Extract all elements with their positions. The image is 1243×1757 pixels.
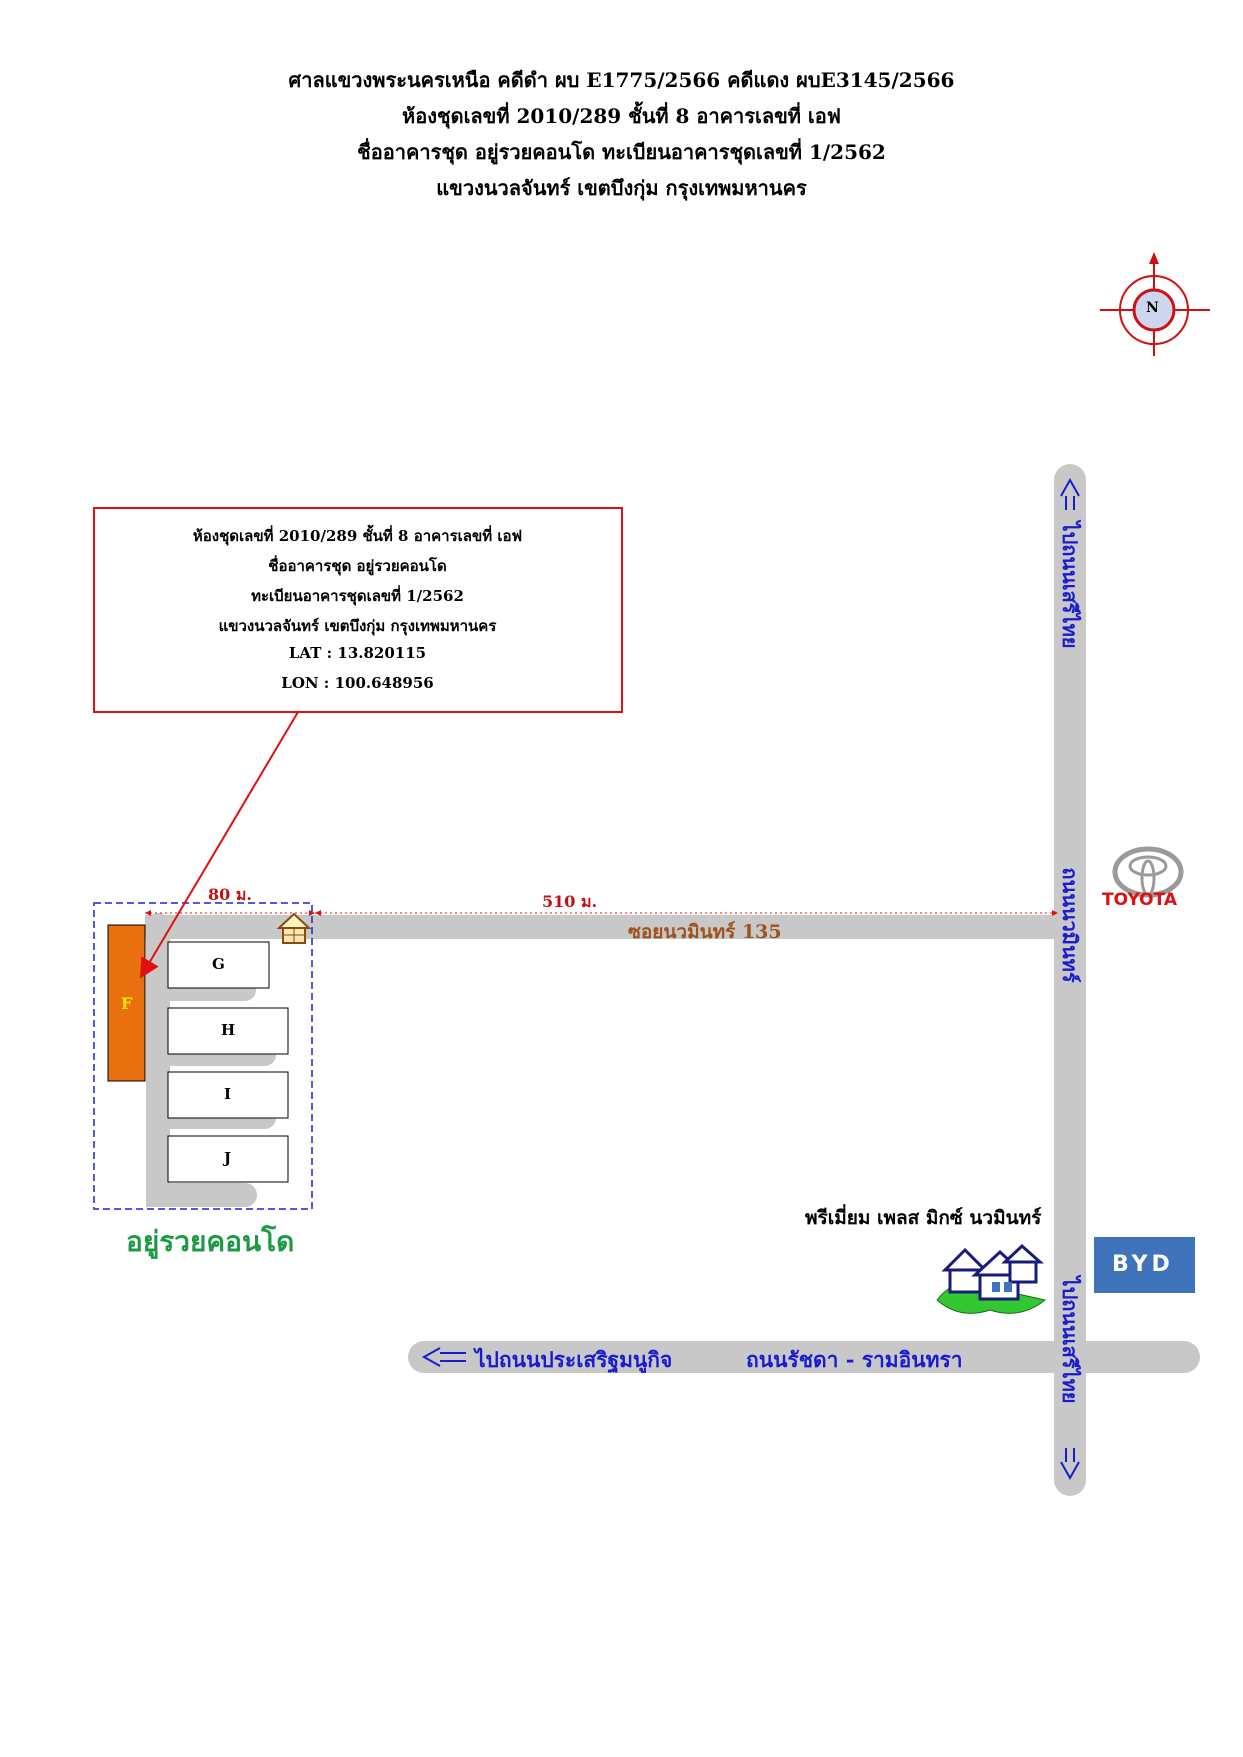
condo-name: อยู่รวยคอนโด <box>126 1225 295 1258</box>
pointer-arrow <box>139 711 299 979</box>
info-line-3: ทะเบียนอาคารชุดเลขที่ 1/2562 <box>251 587 464 605</box>
distance-80m: 80 ม. <box>208 885 252 904</box>
village-label: พรีเมี่ยม เพลส มิกซ์ นวมินทร์ <box>805 1207 1042 1229</box>
toyota-logo-icon <box>1112 846 1184 898</box>
building-j <box>167 1135 289 1183</box>
building-j-label: J <box>224 1149 232 1167</box>
building-i-label: I <box>224 1085 232 1103</box>
building-h-label: H <box>221 1021 236 1039</box>
building-i <box>167 1071 289 1119</box>
building-h <box>167 1007 289 1055</box>
road-label-nawamin: ถนนนวมินทร์ <box>1058 867 1082 983</box>
condo-boundary <box>93 902 313 1210</box>
header-line-3: ชื่ออาคารชุด อยู่รวยคอนโด ทะเบียนอาคารชุ… <box>357 140 886 164</box>
road-label-south: ไปถนนเสรีไทย <box>1058 1276 1082 1404</box>
road-label-north: ไปถนนเสรีไทย <box>1058 521 1082 649</box>
north-arrow-icon <box>1100 252 1210 356</box>
building-f-label: F <box>121 994 133 1013</box>
arrow-south-icon <box>1060 1448 1080 1481</box>
building-g <box>167 941 270 989</box>
soi-label: ซอยนวมินทร์ 135 <box>628 921 782 943</box>
info-line-2: ชื่ออาคารชุด อยู่รวยคอนโด <box>268 557 447 575</box>
road-condo-internal <box>146 913 257 1207</box>
header-line-4: แขวงนวลจันทร์ เขตบึงกุ่ม กรุงเทพมหานคร <box>436 176 807 200</box>
header-line-2: ห้องชุดเลขที่ 2010/289 ชั้นที่ 8 อาคารเล… <box>402 104 841 128</box>
info-lat: LAT : 13.820115 <box>288 644 427 662</box>
toyota-label: TOYOTA <box>1102 890 1178 910</box>
header-line-1: ศาลแขวงพระนครเหนือ คดีดำ ผบ E1775/2566 ค… <box>288 68 955 92</box>
byd-label: BYD <box>1112 1252 1174 1277</box>
house-icon <box>276 912 312 944</box>
arrow-north-icon <box>1060 477 1080 510</box>
building-g-label: G <box>212 955 225 973</box>
info-lon: LON : 100.648956 <box>281 674 434 692</box>
village-icon <box>936 1243 1047 1314</box>
byd-logo-icon <box>1094 1237 1195 1293</box>
road-label-ratchada: ถนนรัชดา - รามอินทรา <box>746 1347 963 1372</box>
info-line-1: ห้องชุดเลขที่ 2010/289 ชั้นที่ 8 อาคารเล… <box>192 527 523 545</box>
arrow-west-icon <box>421 1347 466 1367</box>
compass-label: N <box>1146 300 1159 316</box>
building-f <box>107 924 146 1082</box>
road-label-west: ไปถนนประเสริฐมนูกิจ <box>475 1347 673 1372</box>
distance-510m: 510 ม. <box>542 892 598 911</box>
info-box <box>93 507 623 713</box>
info-line-4: แขวงนวลจันทร์ เขตบึงกุ่ม กรุงเทพมหานคร <box>218 617 497 635</box>
